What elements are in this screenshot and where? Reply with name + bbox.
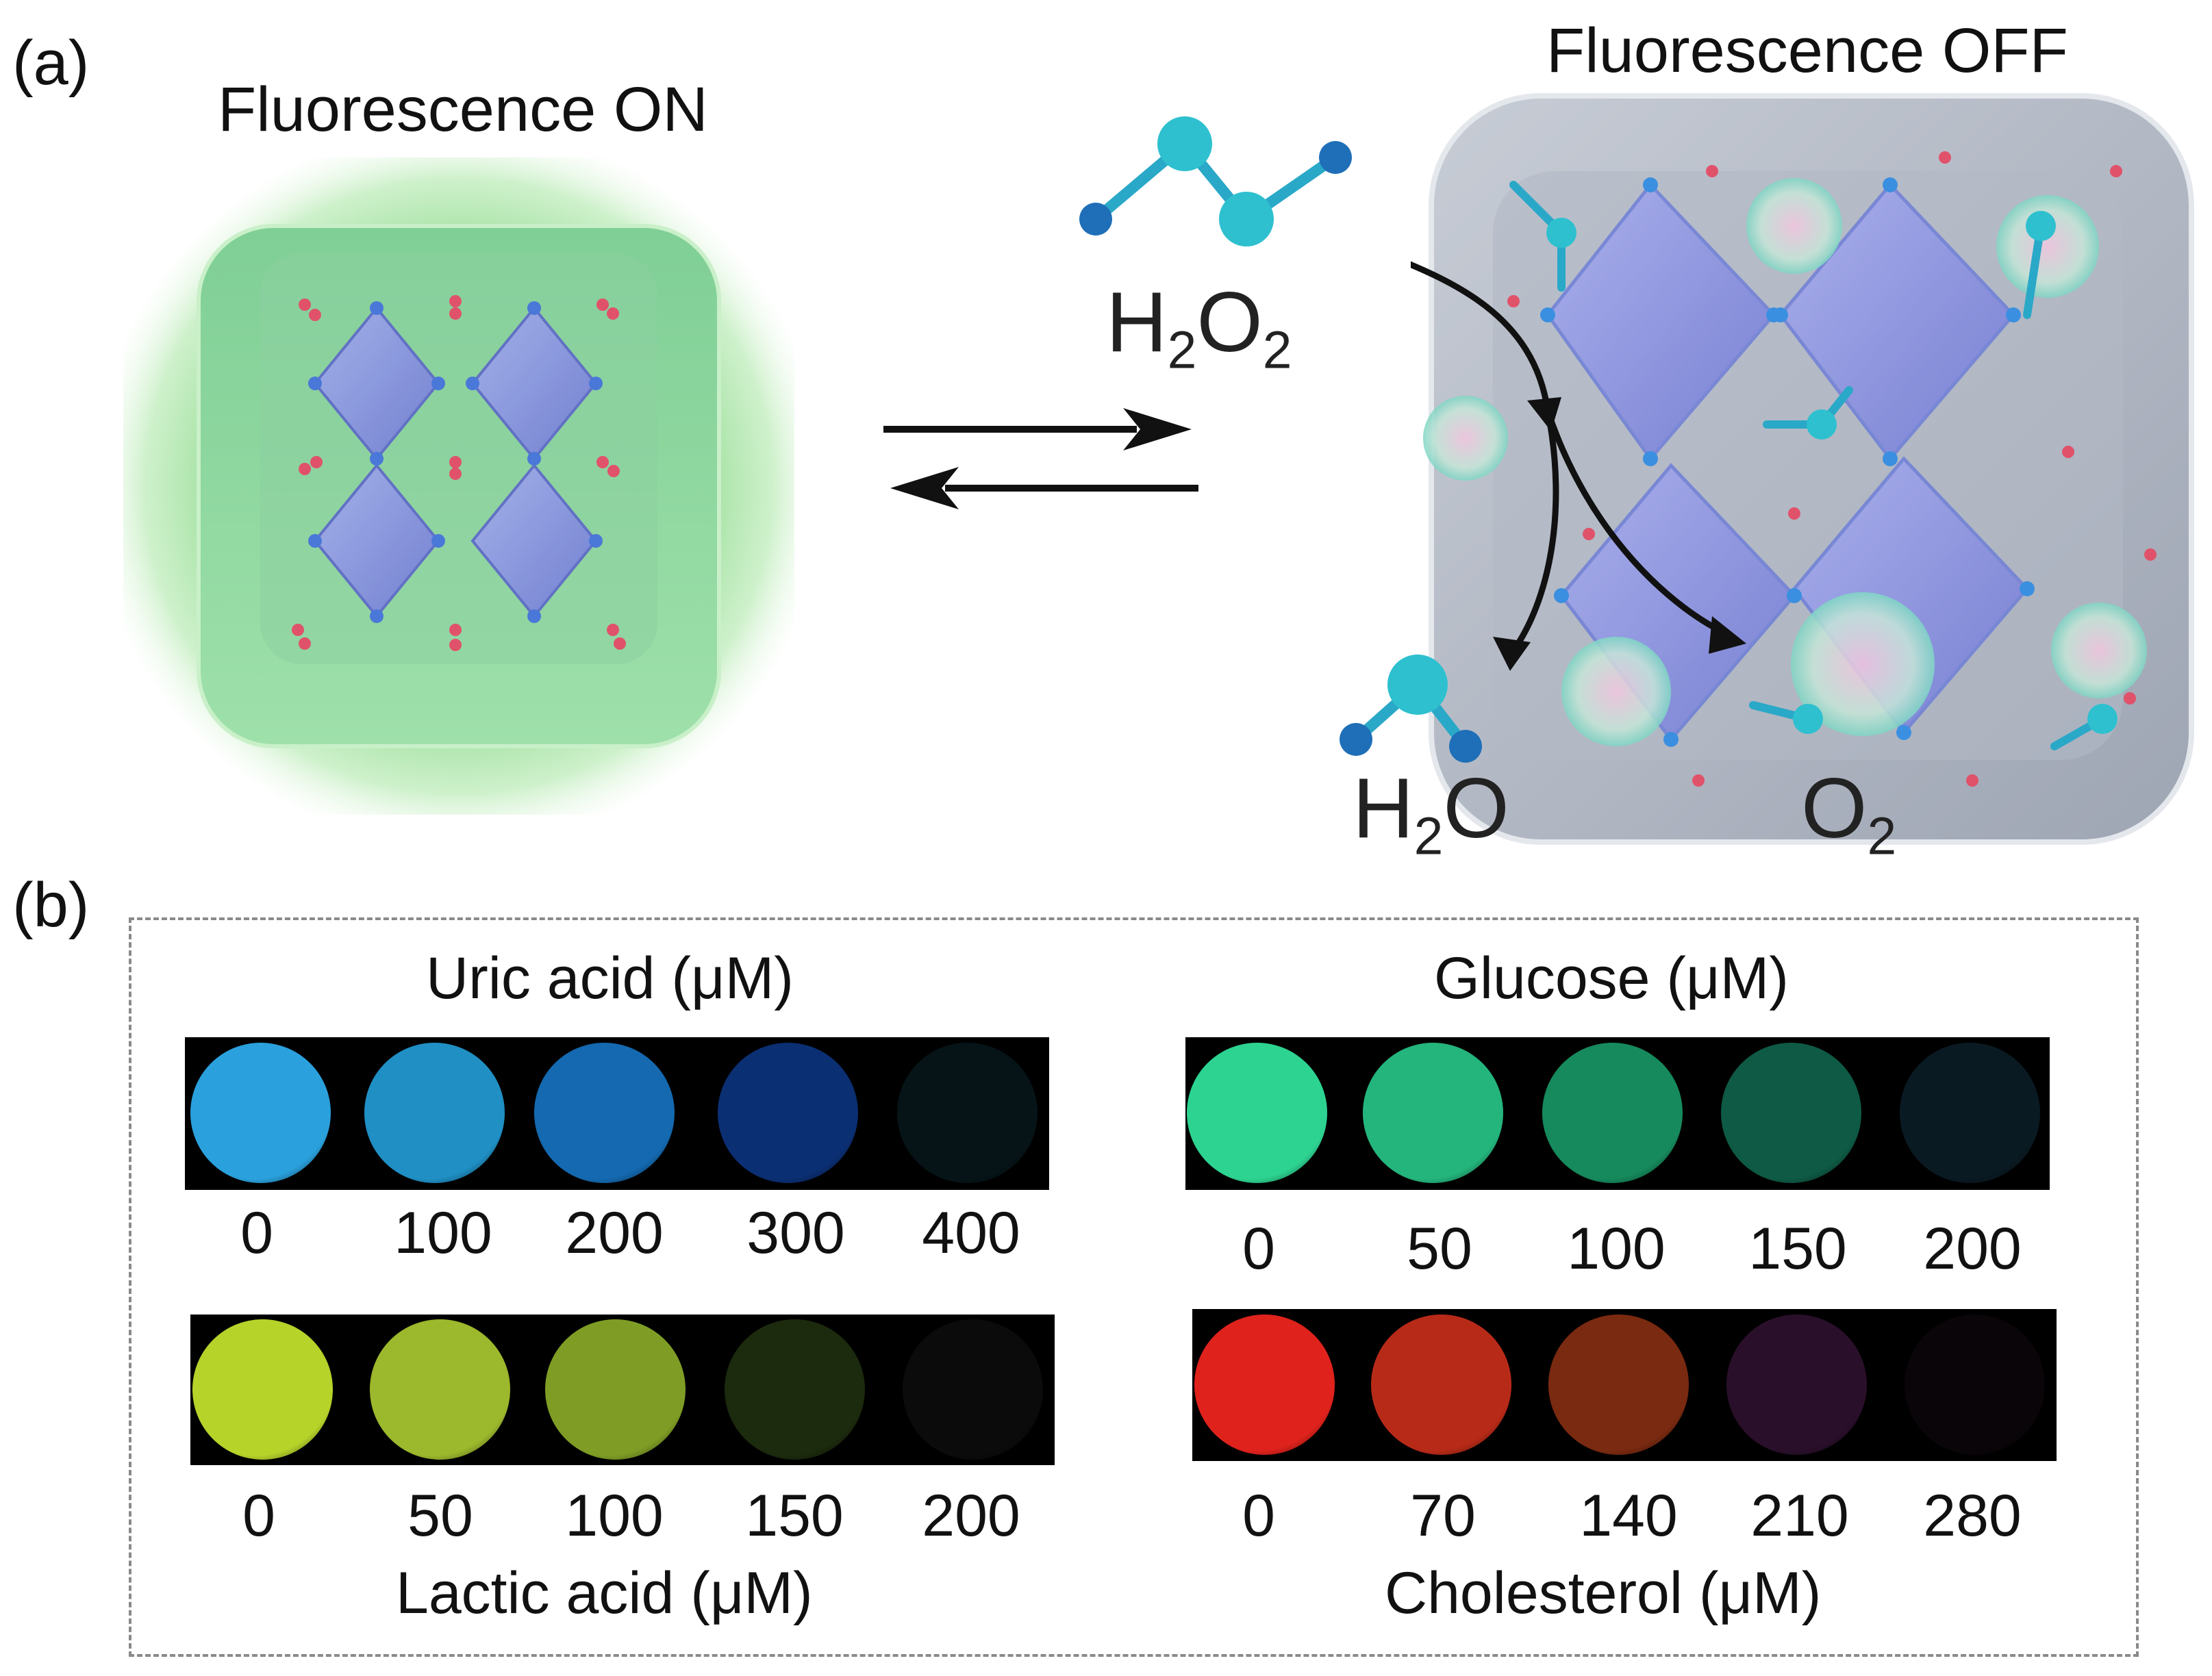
glucose-well-3 bbox=[1542, 1043, 1683, 1183]
fluorescence-on-crystal bbox=[123, 157, 794, 815]
glucose-strip bbox=[1185, 1037, 2050, 1190]
uric-acid-value: 100 bbox=[394, 1200, 492, 1266]
glucose-title: Glucose (μM) bbox=[1434, 945, 1789, 1011]
uric-acid-well-2 bbox=[364, 1043, 505, 1183]
glucose-value: 0 bbox=[1242, 1216, 1275, 1282]
uric-acid-value: 400 bbox=[922, 1200, 1020, 1266]
glucose-value: 150 bbox=[1748, 1216, 1847, 1282]
uric-acid-strip bbox=[185, 1037, 1049, 1190]
glucose-well-2 bbox=[1363, 1043, 1503, 1183]
uric-acid-value: 200 bbox=[565, 1200, 664, 1266]
glucose-value: 50 bbox=[1407, 1216, 1472, 1282]
panel-a-label: (a) bbox=[12, 28, 90, 98]
o2-formula: O2 bbox=[1801, 761, 1897, 866]
glucose-well-4 bbox=[1721, 1043, 1861, 1183]
lactic-acid-well-1 bbox=[192, 1319, 333, 1460]
panel-b-label: (b) bbox=[12, 870, 90, 940]
uric-acid-well-3 bbox=[534, 1043, 675, 1183]
h2o-molecule-icon bbox=[1340, 655, 1482, 763]
fluorescence-off-crystal bbox=[1411, 93, 2194, 845]
cholesterol-well-3 bbox=[1548, 1315, 1689, 1455]
cholesterol-title: Cholesterol (μM) bbox=[1385, 1560, 1822, 1626]
cholesterol-well-5 bbox=[1905, 1315, 2045, 1455]
uric-acid-value: 0 bbox=[240, 1200, 273, 1266]
h2o2-molecule-icon bbox=[1079, 116, 1352, 246]
fluorescence-on-title: Fluorescence ON bbox=[218, 75, 708, 144]
glucose-value: 200 bbox=[1923, 1216, 2022, 1282]
lactic-acid-well-3 bbox=[545, 1319, 686, 1460]
lactic-acid-value: 0 bbox=[242, 1483, 275, 1549]
h2o2-formula: H2O2 bbox=[1106, 275, 1292, 380]
uric-acid-title: Uric acid (μM) bbox=[426, 945, 794, 1011]
h2o-formula: H2O bbox=[1353, 761, 1509, 866]
panel-b-frame bbox=[129, 917, 2139, 1657]
glucose-well-1 bbox=[1187, 1043, 1327, 1183]
cholesterol-value: 70 bbox=[1410, 1483, 1476, 1549]
glucose-well-5 bbox=[1900, 1043, 2040, 1183]
cholesterol-well-1 bbox=[1194, 1315, 1335, 1455]
lactic-acid-value: 150 bbox=[745, 1483, 844, 1549]
lactic-acid-well-2 bbox=[370, 1319, 510, 1460]
fluorescence-off-title: Fluorescence OFF bbox=[1546, 16, 2068, 86]
lactic-acid-well-4 bbox=[725, 1319, 865, 1460]
lactic-acid-value: 50 bbox=[407, 1483, 473, 1549]
uric-acid-well-4 bbox=[718, 1043, 858, 1183]
lactic-acid-strip bbox=[190, 1315, 1055, 1465]
cholesterol-well-2 bbox=[1371, 1315, 1511, 1455]
cholesterol-well-4 bbox=[1726, 1315, 1867, 1455]
glucose-value: 100 bbox=[1567, 1216, 1666, 1282]
cholesterol-value: 210 bbox=[1750, 1483, 1849, 1549]
lactic-acid-value: 200 bbox=[922, 1483, 1020, 1549]
cholesterol-value: 280 bbox=[1923, 1483, 2022, 1549]
cholesterol-strip bbox=[1192, 1309, 2057, 1461]
lactic-acid-well-5 bbox=[903, 1319, 1043, 1460]
uric-acid-well-5 bbox=[897, 1043, 1038, 1183]
lactic-acid-value: 100 bbox=[565, 1483, 664, 1549]
uric-acid-value: 300 bbox=[746, 1200, 845, 1266]
equilibrium-arrows bbox=[883, 408, 1198, 509]
lactic-acid-title: Lactic acid (μM) bbox=[396, 1560, 813, 1626]
cholesterol-value: 0 bbox=[1242, 1483, 1275, 1549]
uric-acid-well-1 bbox=[190, 1043, 331, 1183]
cholesterol-value: 140 bbox=[1579, 1483, 1678, 1549]
